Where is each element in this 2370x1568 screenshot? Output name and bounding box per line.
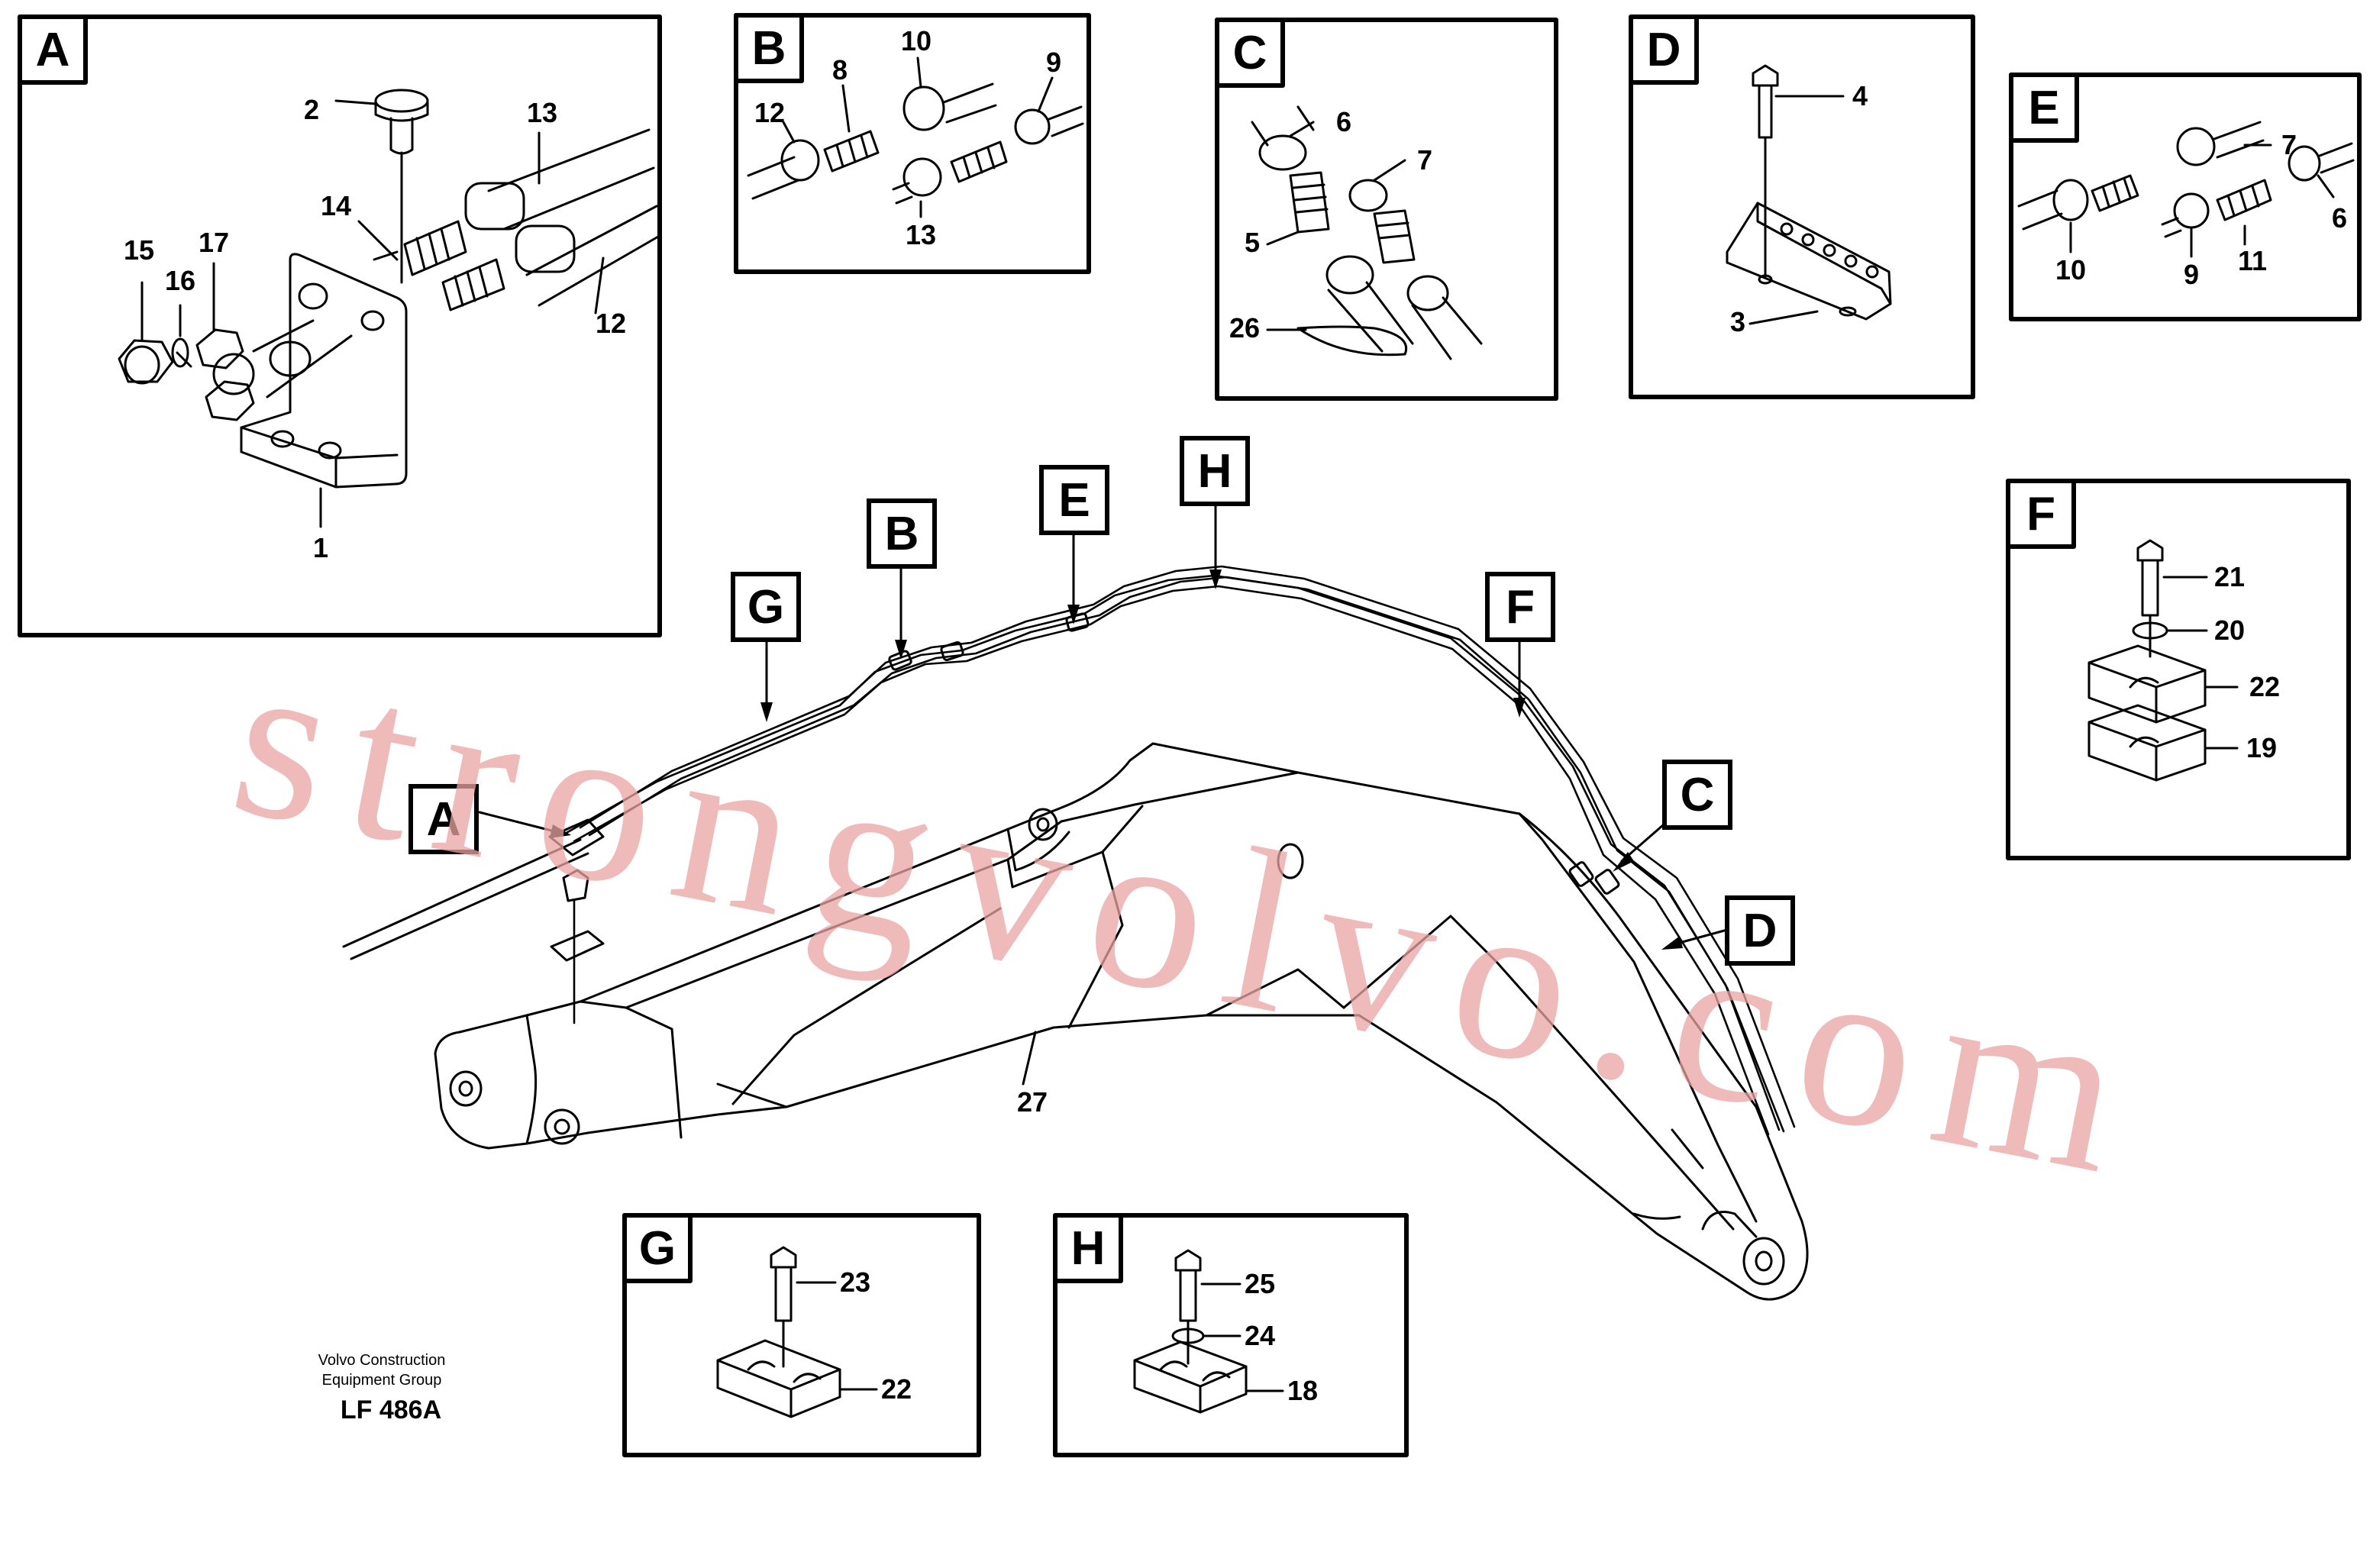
callout-d: D: [1743, 905, 1778, 957]
caption-line-1: Volvo Construction: [318, 1352, 446, 1369]
part-number-22: 22: [881, 1373, 912, 1405]
watermark: strongvolvo.com: [216, 608, 2165, 1226]
view-label-b: B: [752, 22, 786, 75]
part-number-15: 15: [124, 234, 154, 266]
view-label-h: H: [1071, 1222, 1106, 1275]
part-number-10: 10: [901, 25, 932, 56]
part-number-23: 23: [840, 1266, 870, 1298]
part-numbers: 2 13 14 17 15 16 12 1 10 8 9 12 13 6 7 5…: [124, 25, 2347, 1406]
part-number-12: 12: [596, 308, 626, 339]
part-number-24: 24: [1245, 1320, 1275, 1351]
callout-a: A: [427, 793, 461, 846]
part-number-27: 27: [1017, 1086, 1048, 1118]
callout-b: B: [885, 508, 919, 560]
part-number-20: 20: [2214, 615, 2245, 646]
part-number-26: 26: [1229, 312, 1260, 344]
part-number-7: 7: [2281, 129, 2297, 160]
part-number-3: 3: [1730, 306, 1745, 337]
hydraulic-lines: [548, 565, 1796, 1136]
part-number-1: 1: [313, 532, 328, 563]
part-number-12: 12: [754, 97, 785, 128]
part-number-13: 13: [906, 219, 936, 250]
callout-h: H: [1198, 445, 1232, 498]
part-number-18: 18: [1287, 1375, 1318, 1406]
part-number-4: 4: [1852, 80, 1868, 111]
detail-view-f: [2006, 479, 2351, 860]
callout-arrowheads: [550, 569, 1683, 950]
detail-view-b: [734, 13, 1091, 274]
caption-block: Volvo Construction Equipment Group LF 48…: [318, 1352, 446, 1424]
part-number-8: 8: [832, 54, 848, 85]
part-number-6: 6: [1336, 106, 1351, 137]
part-number-5: 5: [1245, 227, 1260, 258]
part-number-11: 11: [2238, 245, 2267, 276]
detail-view-c: [1215, 18, 1558, 401]
part-number-14: 14: [321, 190, 351, 221]
part-number-22: 22: [2249, 671, 2280, 702]
caption-line-2: Equipment Group: [322, 1372, 442, 1389]
callout-f: F: [1506, 581, 1535, 634]
part-number-6: 6: [2332, 202, 2347, 234]
detail-view-h: [1053, 1213, 1409, 1457]
callout-leaders: [478, 504, 1729, 945]
part-number-10: 10: [2055, 254, 2086, 286]
part-number-7: 7: [1417, 144, 1432, 176]
callout-boxes: [408, 436, 1795, 966]
view-label-a: A: [36, 24, 70, 76]
callout-e: E: [1058, 474, 1090, 527]
view-label-g: G: [639, 1222, 676, 1275]
part-number-25: 25: [1245, 1268, 1275, 1299]
view-label-d: D: [1647, 24, 1681, 76]
view-label-f: F: [2026, 488, 2055, 540]
part-number-16: 16: [165, 265, 195, 296]
boom-assembly: [342, 742, 1809, 1301]
callout-g: G: [747, 581, 784, 634]
part-number-2: 2: [304, 94, 319, 125]
detail-view-g: [622, 1213, 981, 1457]
part-number-17: 17: [199, 227, 229, 258]
part-number-13: 13: [527, 97, 557, 128]
part-number-9: 9: [2184, 259, 2199, 290]
drawing-code: LF 486A: [341, 1395, 441, 1424]
part-number-21: 21: [2214, 561, 2245, 592]
part-number-9: 9: [1046, 47, 1061, 78]
callout-c: C: [1681, 769, 1715, 821]
part-number-19: 19: [2246, 732, 2277, 763]
detail-view-d: [1629, 15, 1975, 399]
detail-view-a: [18, 15, 662, 637]
view-label-e: E: [2028, 82, 2059, 134]
detail-view-e: [2009, 73, 2362, 321]
view-label-c: C: [1233, 27, 1267, 79]
view-labels: A B C D E F G H: [36, 22, 2060, 1275]
callout-labels: G B E H F C D A: [427, 445, 1778, 957]
